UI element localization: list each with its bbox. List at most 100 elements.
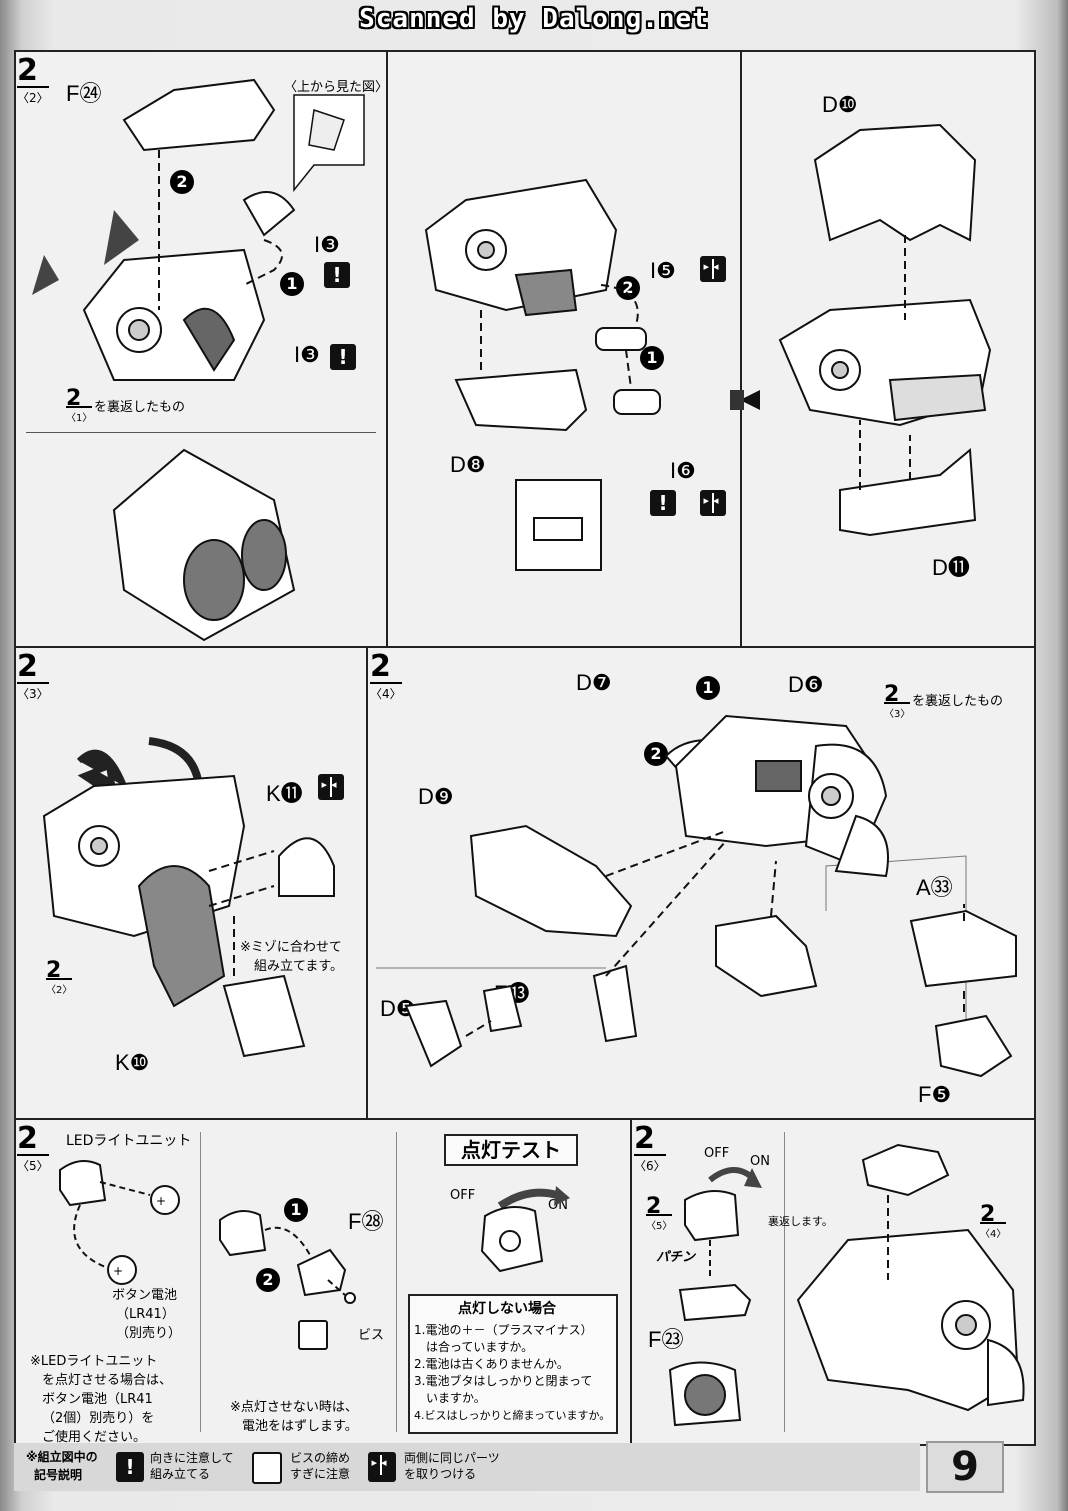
legend-item-text: を取りつける: [404, 1467, 477, 1481]
ref-step-number: 2: [46, 958, 62, 983]
assembly-illustration-legs: [42, 737, 335, 1058]
divider: [740, 50, 742, 648]
step-badge-1: 1: [696, 676, 720, 700]
switch-off-label: OFF: [704, 1146, 730, 1161]
ref-caption: を裏返したもの: [912, 694, 1004, 709]
svg-text:+: +: [113, 1264, 123, 1278]
check-item: は合っていますか。: [414, 1340, 534, 1354]
step-badge-2: 2: [644, 742, 668, 766]
legend-item-text: 両側に同じパーツ: [404, 1451, 500, 1465]
caution-icon: !: [650, 490, 676, 516]
battery-note: を点灯させる場合は、: [42, 1373, 173, 1388]
step-sub: 〈5〉: [17, 1154, 49, 1174]
caution-icon: !: [324, 262, 350, 288]
check-item: いますか。: [414, 1391, 486, 1405]
battery-note: ボタン電池（LR41: [42, 1392, 153, 1407]
part-label: D❻: [788, 672, 824, 697]
page-number: 9: [926, 1441, 1004, 1493]
screw-tight-icon: [298, 1320, 328, 1350]
divider: [200, 1132, 201, 1432]
ref-step-sub: 〈5〉: [646, 1214, 673, 1232]
note: ※ミゾに合わせて: [240, 940, 342, 955]
symbol-legend: [14, 1443, 920, 1491]
same-parts-both-sides-icon: [700, 256, 726, 282]
check-item: 3.電池ブタはしっかりと閉まって: [414, 1374, 593, 1388]
divider: [396, 1132, 397, 1432]
battery-label: ボタン電池: [112, 1288, 178, 1303]
ref-step-number: 2: [66, 386, 82, 411]
step-number: 2: [17, 649, 38, 684]
part-label: F㉓: [648, 1327, 684, 1352]
assembly-illustration-waist: [424, 178, 661, 571]
part-label: D⓫: [932, 555, 970, 580]
part-label: D❼: [576, 670, 612, 695]
part-label: I❸: [314, 232, 340, 257]
battery-label: （LR41）: [116, 1307, 175, 1322]
step-number: 2: [370, 649, 391, 684]
ref-step-number: 2: [646, 1194, 662, 1219]
part-label: F㉘: [348, 1209, 384, 1234]
led-label: LEDライトユニット: [66, 1133, 192, 1149]
ref-caption: を裏返したもの: [94, 400, 186, 415]
ref-step-number: 2: [980, 1202, 996, 1227]
part-label: D❽: [450, 452, 486, 477]
step-sub: 〈3〉: [17, 682, 49, 702]
legend-title: ※組立図中の: [26, 1450, 98, 1464]
battery-cover-illustration: [219, 1210, 356, 1304]
top-view-caption: 〈上から見た図〉: [284, 80, 389, 95]
part-label: I❸: [294, 342, 320, 367]
check-item: 1.電池の＋－（プラスマイナス）: [414, 1323, 593, 1337]
divider: [386, 50, 388, 648]
snap-label: パチン: [656, 1250, 696, 1265]
battery-note: （2個）別売り）を: [42, 1411, 155, 1426]
step-number: 2: [17, 1121, 38, 1156]
step-sub: 〈6〉: [634, 1154, 666, 1174]
legend-item-text: すぎに注意: [290, 1467, 351, 1481]
divider: [26, 432, 376, 433]
unlit-note: ※点灯させない時は、: [230, 1400, 358, 1415]
ref-step-sub: 〈2〉: [46, 978, 73, 996]
ref-step-sub: 〈4〉: [980, 1222, 1007, 1240]
step-number: 2: [17, 53, 38, 88]
step-badge-1: 1: [284, 1198, 308, 1222]
part-label: F㉔: [66, 81, 102, 106]
legend-item-text: 向きに注意して: [150, 1451, 234, 1465]
check-item: 2.電池は古くありませんか。: [414, 1357, 569, 1371]
ref-step-number: 2: [884, 682, 900, 707]
battery-note: ※LEDライトユニット: [30, 1354, 158, 1369]
ref-step-sub: 〈1〉: [66, 406, 93, 424]
troubleshooting-box: [408, 1294, 618, 1434]
switch-on-label: ON: [750, 1154, 770, 1169]
switch-on-label: ON: [548, 1198, 568, 1213]
step-badge-2: 2: [256, 1268, 280, 1292]
unlit-note: 電池をはずします。: [242, 1419, 358, 1434]
battery-note: ご使用ください。: [42, 1430, 147, 1445]
step-sub: 〈4〉: [370, 682, 402, 702]
part-label: K❿: [115, 1050, 150, 1075]
note: 組み立てます。: [254, 959, 344, 974]
part-label: K⓫: [266, 781, 303, 806]
switch-assembly-illustration: [668, 1167, 762, 1427]
screw-label: ビス: [358, 1328, 385, 1343]
legend-title: 記号説明: [34, 1468, 83, 1482]
scan-credit: Scanned by Dalong.net: [359, 4, 709, 34]
assembly-illustration-torso: [32, 78, 365, 642]
caution-icon: !: [116, 1452, 144, 1482]
divider: [784, 1132, 785, 1432]
legend-item-text: ビスの締め: [290, 1451, 351, 1465]
step-number: 2: [634, 1121, 655, 1156]
lighting-test-title: 点灯テスト: [444, 1134, 578, 1166]
same-parts-both-sides-icon: [700, 490, 726, 516]
part-label: D❾: [418, 784, 454, 809]
waist-final-illustration: [796, 1143, 1025, 1412]
part-label: A㉝: [916, 875, 953, 900]
step-badge-1: 1: [280, 272, 304, 296]
troubleshooting-title: 点灯しない場合: [458, 1301, 556, 1317]
lighting-test-illustration: [480, 1186, 570, 1273]
led-battery-illustration: + +: [59, 1160, 180, 1285]
step-badge-1: 1: [640, 346, 664, 370]
caution-icon: !: [330, 344, 356, 370]
step-sub: 〈2〉: [17, 86, 49, 106]
part-label: F❺: [918, 1082, 952, 1107]
